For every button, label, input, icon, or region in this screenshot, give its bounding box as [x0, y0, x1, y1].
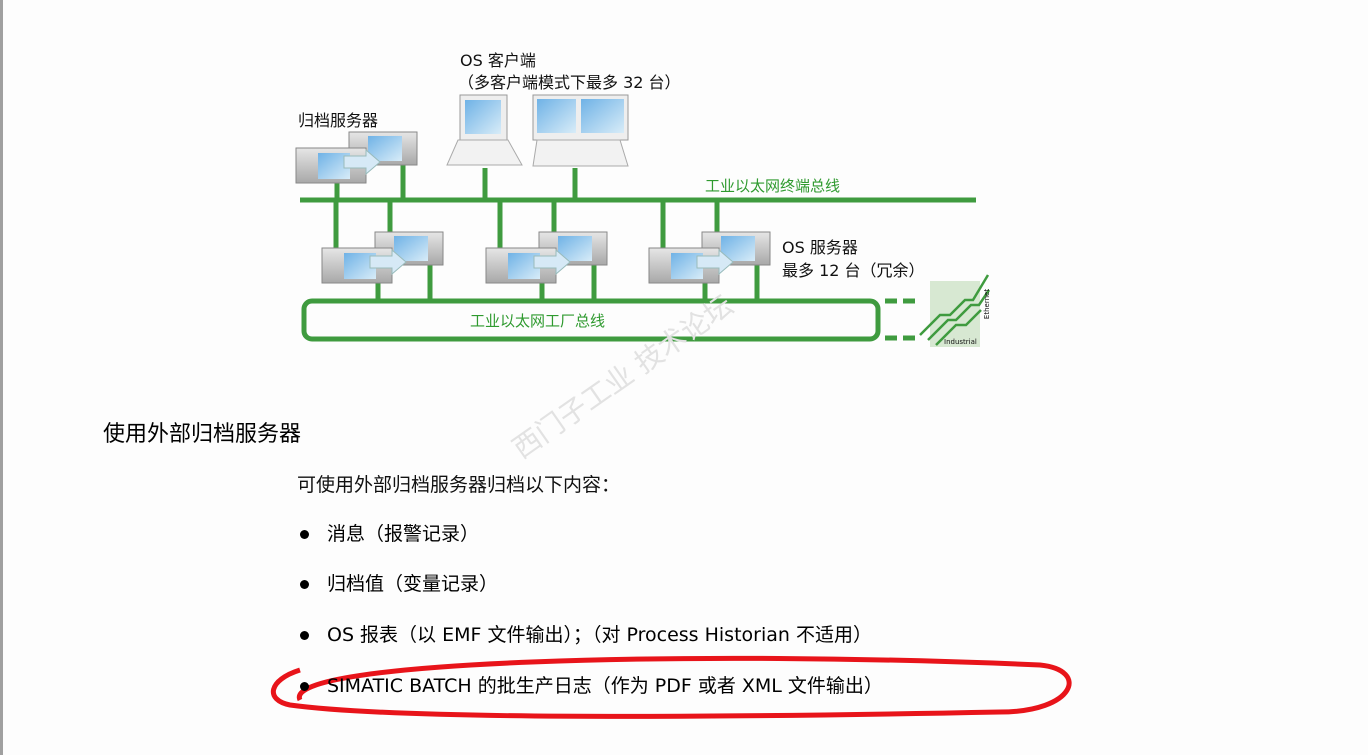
archive-label: 归档服务器: [298, 111, 379, 130]
highlight-ellipse: [270, 655, 1072, 719]
bullet-icon: [300, 530, 309, 539]
logo-text-ethernet: Ethernet: [983, 288, 992, 320]
industrial-ethernet-logo: [919, 274, 991, 347]
logo-text-industrial: Industrial: [944, 338, 977, 346]
list-item: 归档值（变量记录）: [297, 569, 498, 596]
os-client-laptop-icon: [446, 94, 523, 166]
terminal-bus-label: 工业以太网终端总线: [705, 177, 841, 195]
os-server-icon: [648, 231, 771, 284]
os-server-label: OS 服务器: [782, 238, 858, 257]
list-item: OS 报表（以 EMF 文件输出）；（对 Process Historian 不…: [297, 620, 872, 647]
client-label: OS 客户端: [460, 51, 536, 70]
os-client-dual-monitor-icon: [532, 94, 629, 167]
client-note: （多客户端模式下最多 32 台）: [458, 73, 681, 92]
bullet-icon: [300, 631, 309, 640]
plant-bus-line: [301, 298, 881, 342]
plant-bus-label: 工业以太网工厂总线: [470, 312, 606, 330]
archive-server-icon: [295, 131, 418, 184]
bullet-icon: [300, 682, 309, 691]
list-item: SIMATIC BATCH 的批生产日志（作为 PDF 或者 XML 文件输出）: [297, 671, 883, 698]
page-left-border: [0, 0, 3, 755]
list-item: 消息（报警记录）: [297, 519, 479, 546]
os-server-icon: [321, 231, 444, 284]
section-heading: 使用外部归档服务器: [103, 422, 302, 447]
section-intro: 可使用外部归档服务器归档以下内容：: [297, 474, 621, 496]
os-server-note: 最多 12 台（冗余）: [782, 261, 925, 280]
os-server-icon: [485, 231, 608, 284]
bullet-icon: [300, 580, 309, 589]
